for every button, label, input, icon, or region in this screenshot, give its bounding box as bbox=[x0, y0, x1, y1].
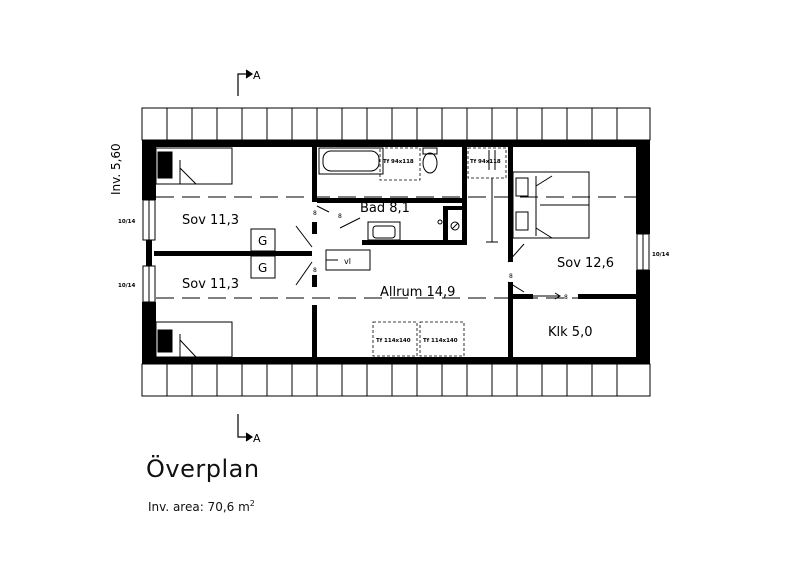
room-label-sov-bottom: Sov 11,3 bbox=[182, 277, 239, 292]
section-marker-top bbox=[237, 69, 254, 96]
skylight-allrum-right bbox=[419, 321, 465, 357]
toilet bbox=[422, 147, 438, 174]
bed-bottom-left bbox=[155, 321, 233, 358]
interior-walls bbox=[154, 147, 638, 357]
wardrobe-label-bottom: G bbox=[258, 261, 267, 275]
window-label-left-bottom: 10/14 bbox=[118, 283, 135, 289]
section-marker-bottom-label: A bbox=[253, 432, 261, 445]
bed-top-left bbox=[155, 147, 233, 185]
plan-title: Överplan bbox=[146, 455, 260, 483]
ventilation-box bbox=[325, 249, 371, 271]
door-label-6: 8 bbox=[564, 294, 568, 301]
wardrobe-label-top: G bbox=[258, 234, 267, 248]
skylight-label-allrum-left: Tf 114x140 bbox=[376, 338, 411, 344]
room-label-sov-right: Sov 12,6 bbox=[557, 256, 614, 271]
skylight-stair bbox=[467, 147, 507, 179]
skylight-bath bbox=[379, 147, 421, 181]
room-label-sov-top: Sov 11,3 bbox=[182, 213, 239, 228]
room-label-allrum: Allrum 14,9 bbox=[380, 285, 455, 300]
window-label-right: 10/14 bbox=[652, 252, 669, 258]
roof-eave-bottom bbox=[141, 363, 651, 397]
door-label-3: 8 bbox=[313, 229, 317, 236]
sink bbox=[367, 221, 401, 241]
skylight-label-bath: Tf 94x118 bbox=[383, 159, 414, 165]
roof-eave-top bbox=[141, 107, 651, 141]
double-bed bbox=[512, 171, 590, 239]
door-swings bbox=[295, 205, 561, 300]
area-info: Inv. area: 70,6 m2 bbox=[148, 499, 255, 514]
stair-arrow bbox=[486, 150, 498, 243]
area-superscript: 2 bbox=[249, 499, 255, 508]
door-label-1: 8 bbox=[313, 210, 317, 217]
wardrobes bbox=[250, 228, 276, 279]
door-label-5: 8 bbox=[509, 273, 513, 280]
door-label-4: 8 bbox=[313, 267, 317, 274]
area-text: Inv. area: 70,6 m bbox=[148, 500, 250, 514]
windows bbox=[142, 199, 650, 303]
room-label-klk: Klk 5,0 bbox=[548, 325, 592, 340]
bathtub bbox=[318, 147, 384, 175]
exterior-walls bbox=[142, 140, 650, 364]
door-label-2: 8 bbox=[338, 213, 342, 220]
vent-label: vl bbox=[344, 257, 351, 266]
section-marker-bottom bbox=[237, 414, 254, 442]
skylight-allrum-left bbox=[372, 321, 418, 357]
skylight-label-allrum-right: Tf 114x140 bbox=[423, 338, 458, 344]
inner-height-label: Inv. 5,60 bbox=[109, 143, 123, 195]
skylight-label-stair: Tf 94x118 bbox=[470, 159, 501, 165]
window-label-left-top: 10/14 bbox=[118, 219, 135, 225]
room-label-bad: Bad 8,1 bbox=[360, 201, 410, 216]
section-marker-top-label: A bbox=[253, 69, 261, 82]
shower-fixtures bbox=[437, 219, 460, 231]
